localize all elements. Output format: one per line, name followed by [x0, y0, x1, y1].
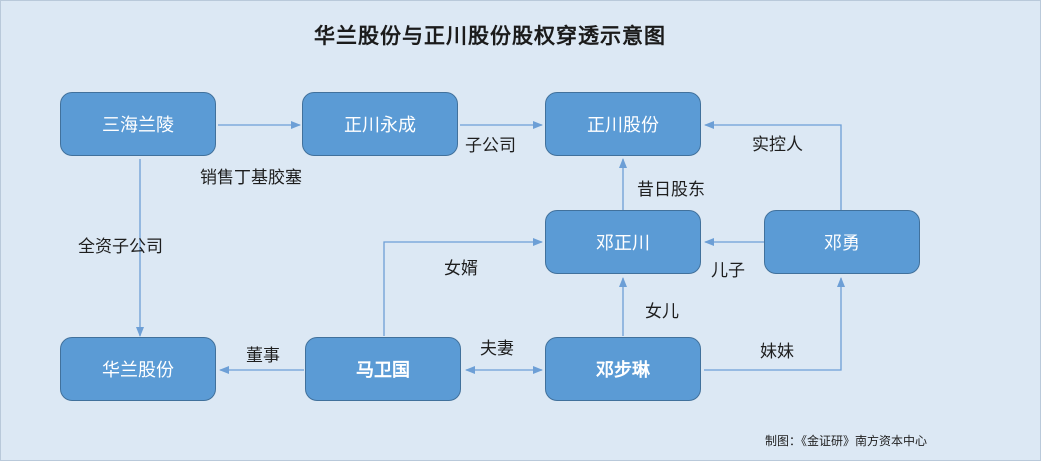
- diagram-title: 华兰股份与正川股份股权穿透示意图: [314, 24, 666, 48]
- label-spouse: 夫妻: [480, 339, 514, 359]
- label-sister: 妹妹: [760, 342, 794, 362]
- label-son: 儿子: [711, 261, 745, 281]
- label-former-holder: 昔日股东: [637, 180, 705, 200]
- label-daughter: 女儿: [645, 302, 679, 322]
- label-wholly-owned: 全资子公司: [78, 237, 163, 257]
- node-zhengchuan-gufen: 正川股份: [545, 92, 701, 156]
- label-son-in-law: 女婿: [444, 259, 478, 279]
- edge-dy-zcgf: [704, 121, 842, 210]
- node-deng-bulin: 邓步琳: [545, 337, 701, 401]
- label-subsidiary: 子公司: [465, 136, 516, 156]
- edge-mwg-dzc: [383, 238, 543, 336]
- label-controller: 实控人: [752, 135, 803, 155]
- node-sanhai-lanling: 三海兰陵: [60, 92, 216, 156]
- node-ma-weiguo: 马卫国: [305, 337, 461, 401]
- node-zhengchuan-yongcheng: 正川永成: [302, 92, 458, 156]
- edge-dbl-dy: [704, 277, 845, 371]
- label-sales: 销售丁基胶塞: [200, 168, 302, 188]
- credit-text: 制图：《金证研》南方资本中心: [765, 434, 928, 448]
- node-hualan-gufen: 华兰股份: [60, 337, 216, 401]
- node-deng-zhengchuan: 邓正川: [545, 210, 701, 274]
- node-deng-yong: 邓勇: [764, 210, 920, 274]
- label-director: 董事: [246, 346, 280, 366]
